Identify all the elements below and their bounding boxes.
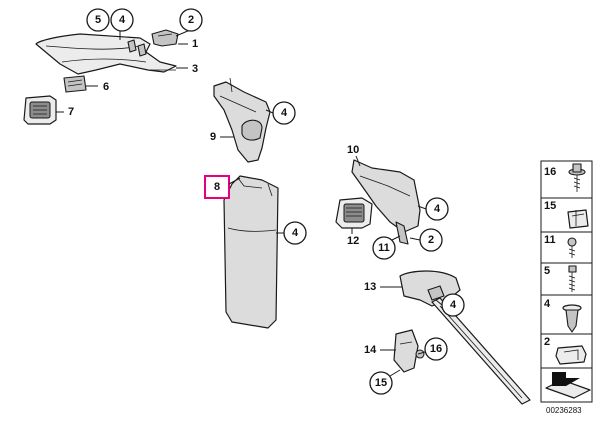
callout-11-part10: 11 <box>378 242 390 254</box>
clip-nut-icon <box>567 209 589 229</box>
legend-label-5: 5 <box>544 265 550 277</box>
callout-15-bottom: 15 <box>375 377 387 389</box>
label-part-10: 10 <box>347 144 359 156</box>
label-part-14: 14 <box>364 344 377 356</box>
callout-4-part13: 4 <box>450 299 457 311</box>
legend-label-11: 11 <box>544 234 556 246</box>
vent-grille-part <box>23 95 57 125</box>
upper-b-pillar-trim <box>213 77 271 163</box>
label-part-13: 13 <box>364 281 376 293</box>
part-labels: 1 3 6 7 9 10 12 13 14 <box>68 38 402 356</box>
callout-16-bottom: 16 <box>430 343 442 355</box>
callout-4-part9: 4 <box>281 107 288 119</box>
part-8-label: 8 <box>204 175 241 199</box>
callout-circles: 5 4 2 4 4 4 11 2 4 16 15 <box>86 8 465 395</box>
upper-trim-panel <box>35 33 177 75</box>
label-part-6: 6 <box>103 81 109 93</box>
fastener-legend: 16 15 11 5 4 2 <box>540 160 593 403</box>
lower-b-pillar-trim <box>223 175 279 329</box>
spring-clip-icon <box>555 345 587 365</box>
belt-guide-strip <box>399 270 531 405</box>
label-part-9: 9 <box>210 131 216 143</box>
small-bracket-part <box>63 75 87 93</box>
document-number: 00236283 <box>546 406 582 415</box>
legend-label-4: 4 <box>544 298 551 310</box>
top-clip-part <box>151 29 179 47</box>
callout-4-part8: 4 <box>292 227 299 239</box>
label-part-12: 12 <box>347 235 359 247</box>
part-8-number: 8 <box>214 181 220 193</box>
label-part-1: 1 <box>192 38 198 50</box>
callout-4-part10: 4 <box>434 203 441 215</box>
c-pillar-upper-trim <box>351 159 421 245</box>
upper-left-leaders <box>56 29 191 113</box>
callout-4-top: 4 <box>119 14 126 26</box>
legend-label-16: 16 <box>544 166 556 178</box>
callout-5-top: 5 <box>95 14 101 26</box>
legend-label-2: 2 <box>544 336 550 348</box>
legend-label-15: 15 <box>544 200 556 212</box>
callout-2-top: 2 <box>188 14 194 26</box>
long-screw-icon <box>568 265 577 292</box>
lower-bracket-part <box>393 329 425 373</box>
label-part-3: 3 <box>192 63 198 75</box>
short-screw-icon <box>567 237 577 258</box>
bracket-pictogram-icon <box>545 372 591 399</box>
expanding-clip-icon <box>562 304 582 333</box>
screw-washer-icon <box>568 163 586 192</box>
callout-2-part10: 2 <box>428 234 434 246</box>
label-part-7: 7 <box>68 106 74 118</box>
side-grille-part <box>335 197 373 229</box>
